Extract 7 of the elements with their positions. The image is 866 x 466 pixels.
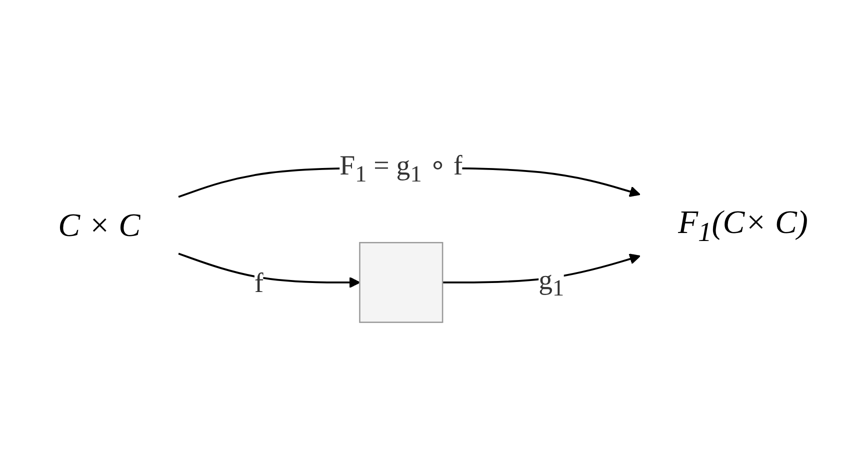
edge-label: F$_{1}$ = g$_{1}$ ∘ f <box>340 148 463 186</box>
edge-label: f <box>254 266 264 298</box>
node-text: F$_{1}$(C× C) <box>678 204 808 247</box>
arrow <box>178 252 360 288</box>
edge-label: g$_{1}$ <box>538 263 564 301</box>
node-text: C × C <box>58 206 141 244</box>
node-box <box>359 242 444 323</box>
